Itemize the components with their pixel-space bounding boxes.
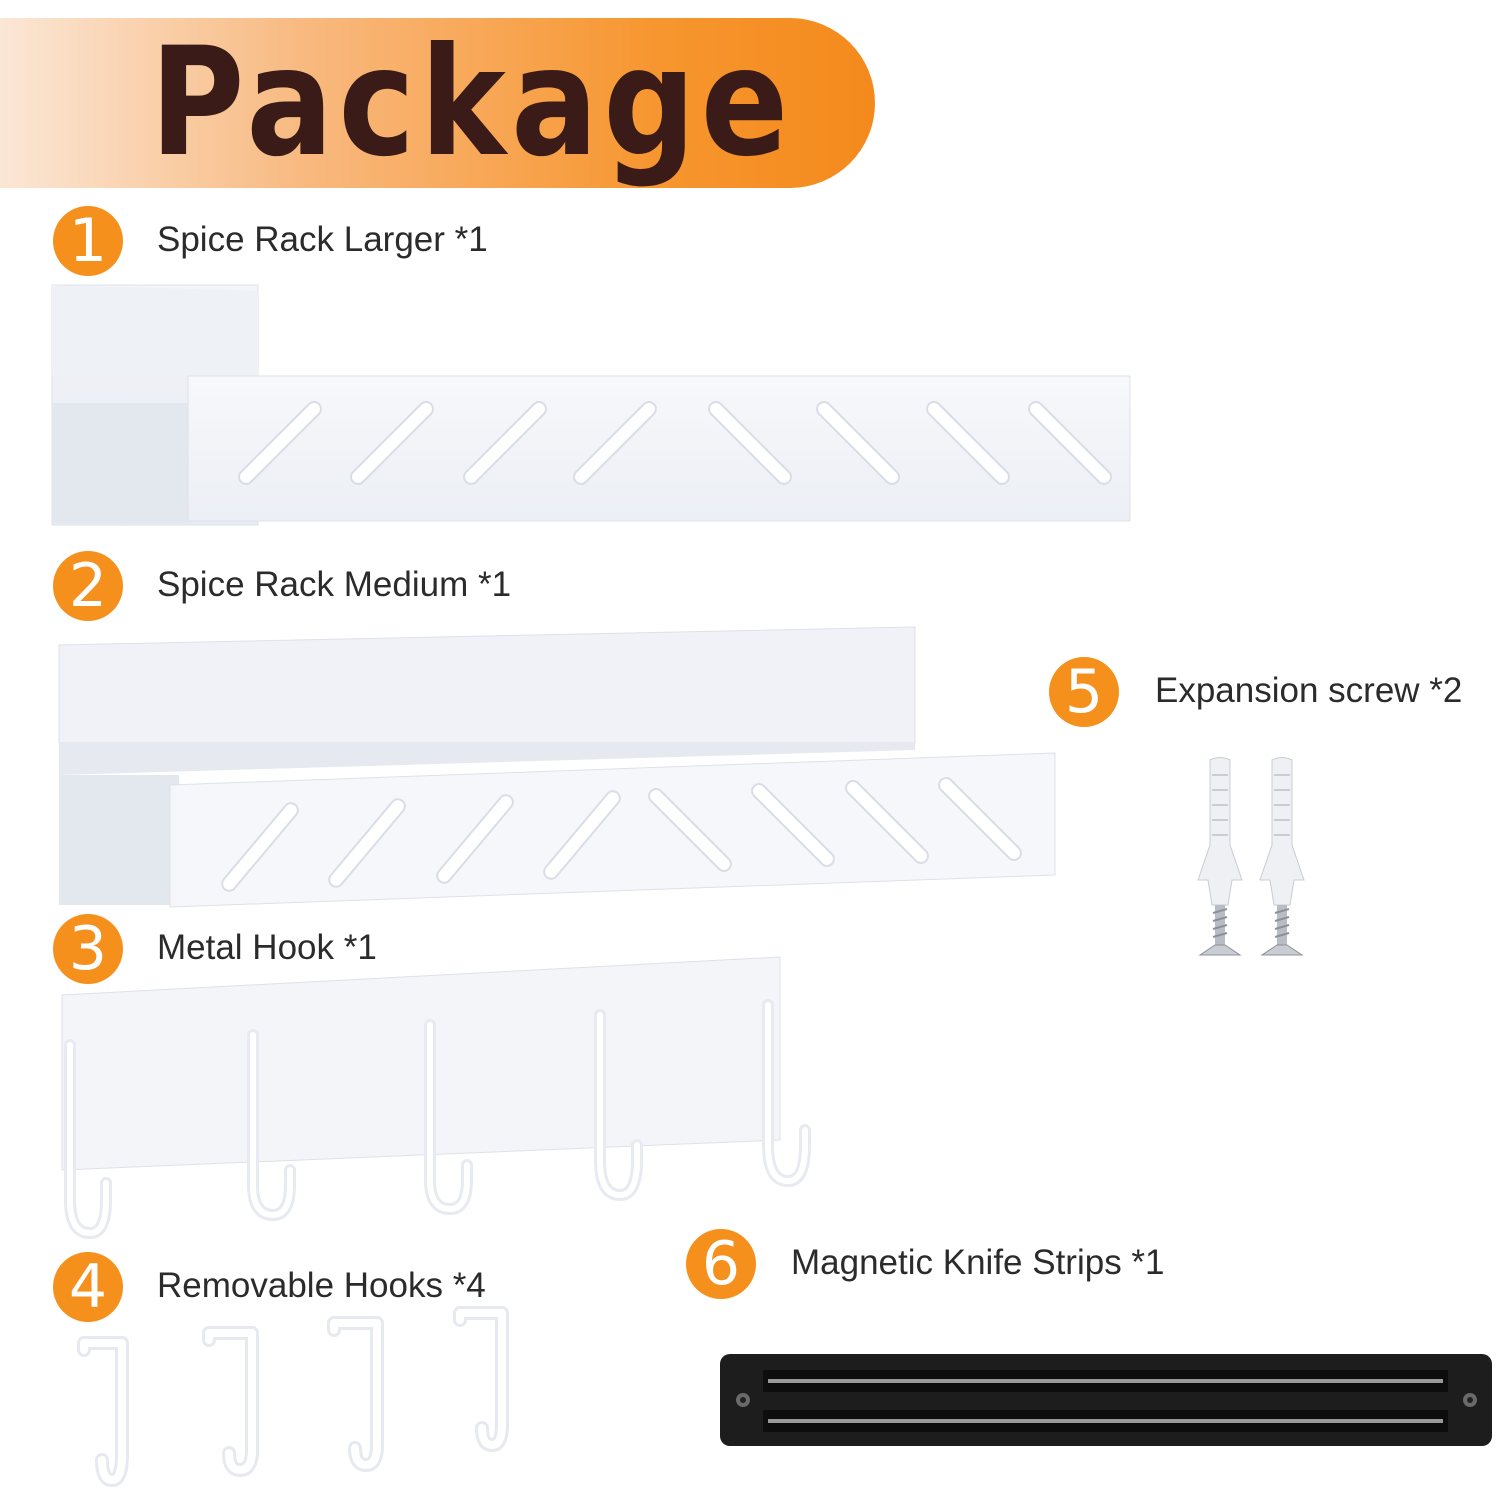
spice-rack-large-image bbox=[50, 283, 1140, 533]
item-2-label: Spice Rack Medium *1 bbox=[157, 565, 512, 604]
item-2-number-badge: 2 bbox=[53, 551, 123, 621]
metal-hook-rail-image bbox=[58, 955, 828, 1245]
item-5-label: Expansion screw *2 bbox=[1155, 671, 1463, 710]
package-banner: Package bbox=[0, 18, 875, 188]
item-1-label: Spice Rack Larger *1 bbox=[157, 220, 488, 259]
magnetic-knife-strip-image bbox=[718, 1350, 1498, 1450]
expansion-screws-image bbox=[1180, 755, 1320, 960]
item-6-number-badge: 6 bbox=[686, 1229, 756, 1299]
item-6-label: Magnetic Knife Strips *1 bbox=[791, 1243, 1165, 1282]
spice-rack-medium-image bbox=[55, 625, 1065, 915]
banner-title: Package bbox=[150, 16, 794, 190]
item-4-label: Removable Hooks *4 bbox=[157, 1266, 486, 1305]
item-4-number-badge: 4 bbox=[53, 1252, 123, 1322]
item-1-number-badge: 1 bbox=[53, 206, 123, 276]
item-3-number-badge: 3 bbox=[53, 914, 123, 984]
item-5-number-badge: 5 bbox=[1049, 657, 1119, 727]
item-3-label: Metal Hook *1 bbox=[157, 928, 377, 967]
removable-hooks-image bbox=[72, 1305, 532, 1490]
